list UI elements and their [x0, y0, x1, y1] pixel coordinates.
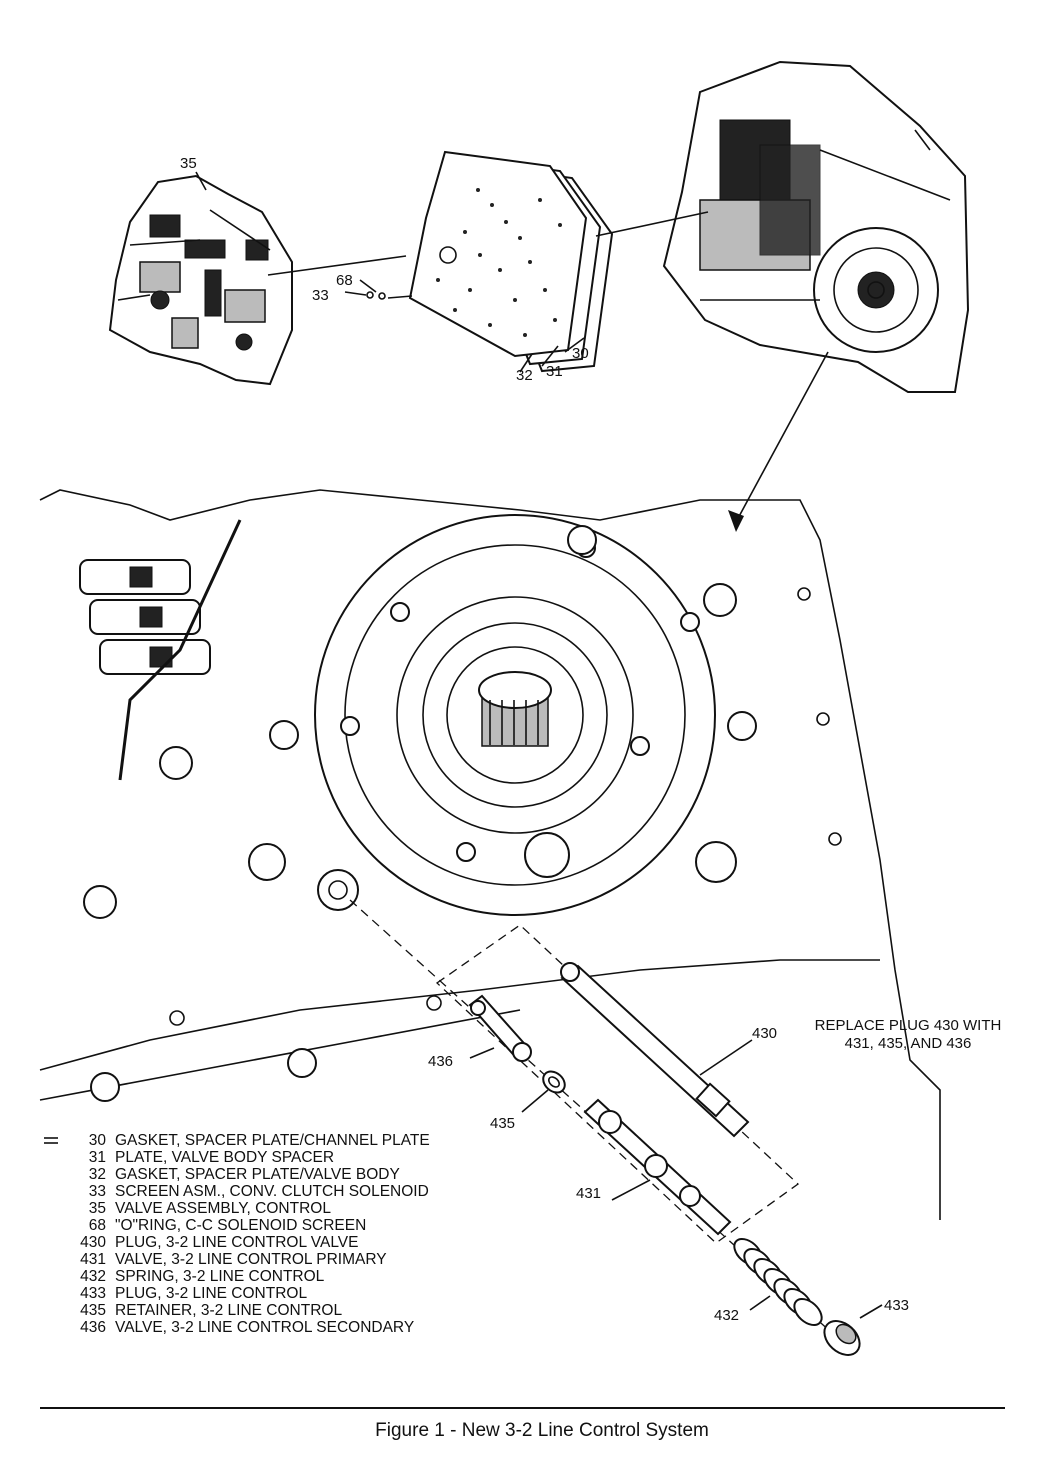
transaxle-case-illustration [662, 60, 970, 393]
enlarge-arrow [728, 351, 829, 532]
figure-caption: Figure 1 - New 3-2 Line Control System [375, 1420, 709, 1441]
legend-desc: SCREEN ASM., CONV. CLUTCH SOLENOID [115, 1183, 429, 1200]
callout-35: 35 [180, 155, 197, 172]
callout-433: 433 [884, 1297, 909, 1314]
legend-num: 35 [89, 1200, 106, 1217]
legend-num: 431 [80, 1251, 106, 1268]
callout-32: 32 [516, 367, 533, 384]
legend-num: 31 [89, 1149, 106, 1166]
legend-num: 432 [80, 1268, 106, 1285]
legend-desc: VALVE, 3-2 LINE CONTROL SECONDARY [115, 1319, 414, 1336]
parts-legend: 30 GASKET, SPACER PLATE/CHANNEL PLATE 31… [44, 1132, 430, 1336]
callout-31: 31 [546, 363, 563, 380]
legend-num: 30 [89, 1132, 107, 1149]
legend-num: 33 [89, 1183, 106, 1200]
callout-430: 430 [752, 1025, 777, 1042]
legend-desc: PLUG, 3-2 LINE CONTROL [115, 1285, 307, 1302]
legend-desc: PLATE, VALVE BODY SPACER [115, 1149, 334, 1166]
legend-num: 435 [80, 1302, 106, 1319]
callout-68: 68 [336, 272, 353, 289]
callout-431: 431 [576, 1185, 601, 1202]
legend-desc: VALVE ASSEMBLY, CONTROL [115, 1200, 331, 1217]
legend-num: 433 [80, 1285, 106, 1302]
callout-436: 436 [428, 1053, 453, 1070]
assembly-lines [267, 211, 709, 299]
callout-33: 33 [312, 287, 329, 304]
legend-desc: VALVE, 3-2 LINE CONTROL PRIMARY [115, 1251, 387, 1268]
legend-num: 430 [80, 1234, 106, 1251]
replace-note-line-1: REPLACE PLUG 430 WITH [815, 1017, 1002, 1034]
replace-note-line-2: 431, 435, AND 436 [845, 1035, 972, 1052]
callout-432: 432 [714, 1307, 739, 1324]
callout-leaders [195, 171, 883, 1319]
legend-desc: GASKET, SPACER PLATE/CHANNEL PLATE [115, 1132, 430, 1149]
control-valve-body-illustration [108, 174, 293, 386]
line-control-exploded-parts [349, 899, 861, 1356]
legend-desc: RETAINER, 3-2 LINE CONTROL [115, 1302, 342, 1319]
legend-num: 32 [89, 1166, 106, 1183]
spacer-plate-gasket-illustration [366, 150, 614, 373]
case-enlarged-view [39, 489, 941, 1220]
legend-desc: PLUG, 3-2 LINE CONTROL VALVE [115, 1234, 358, 1251]
callout-30: 30 [572, 345, 589, 362]
legend-desc: SPRING, 3-2 LINE CONTROL [115, 1268, 325, 1285]
callout-435: 435 [490, 1115, 515, 1132]
legend-desc: "O"RING, C-C SOLENOID SCREEN [115, 1217, 366, 1234]
legend-desc: GASKET, SPACER PLATE/VALVE BODY [115, 1166, 400, 1183]
legend-num: 68 [89, 1217, 106, 1234]
legend-num: 436 [80, 1319, 106, 1336]
spring-432 [733, 1237, 823, 1327]
